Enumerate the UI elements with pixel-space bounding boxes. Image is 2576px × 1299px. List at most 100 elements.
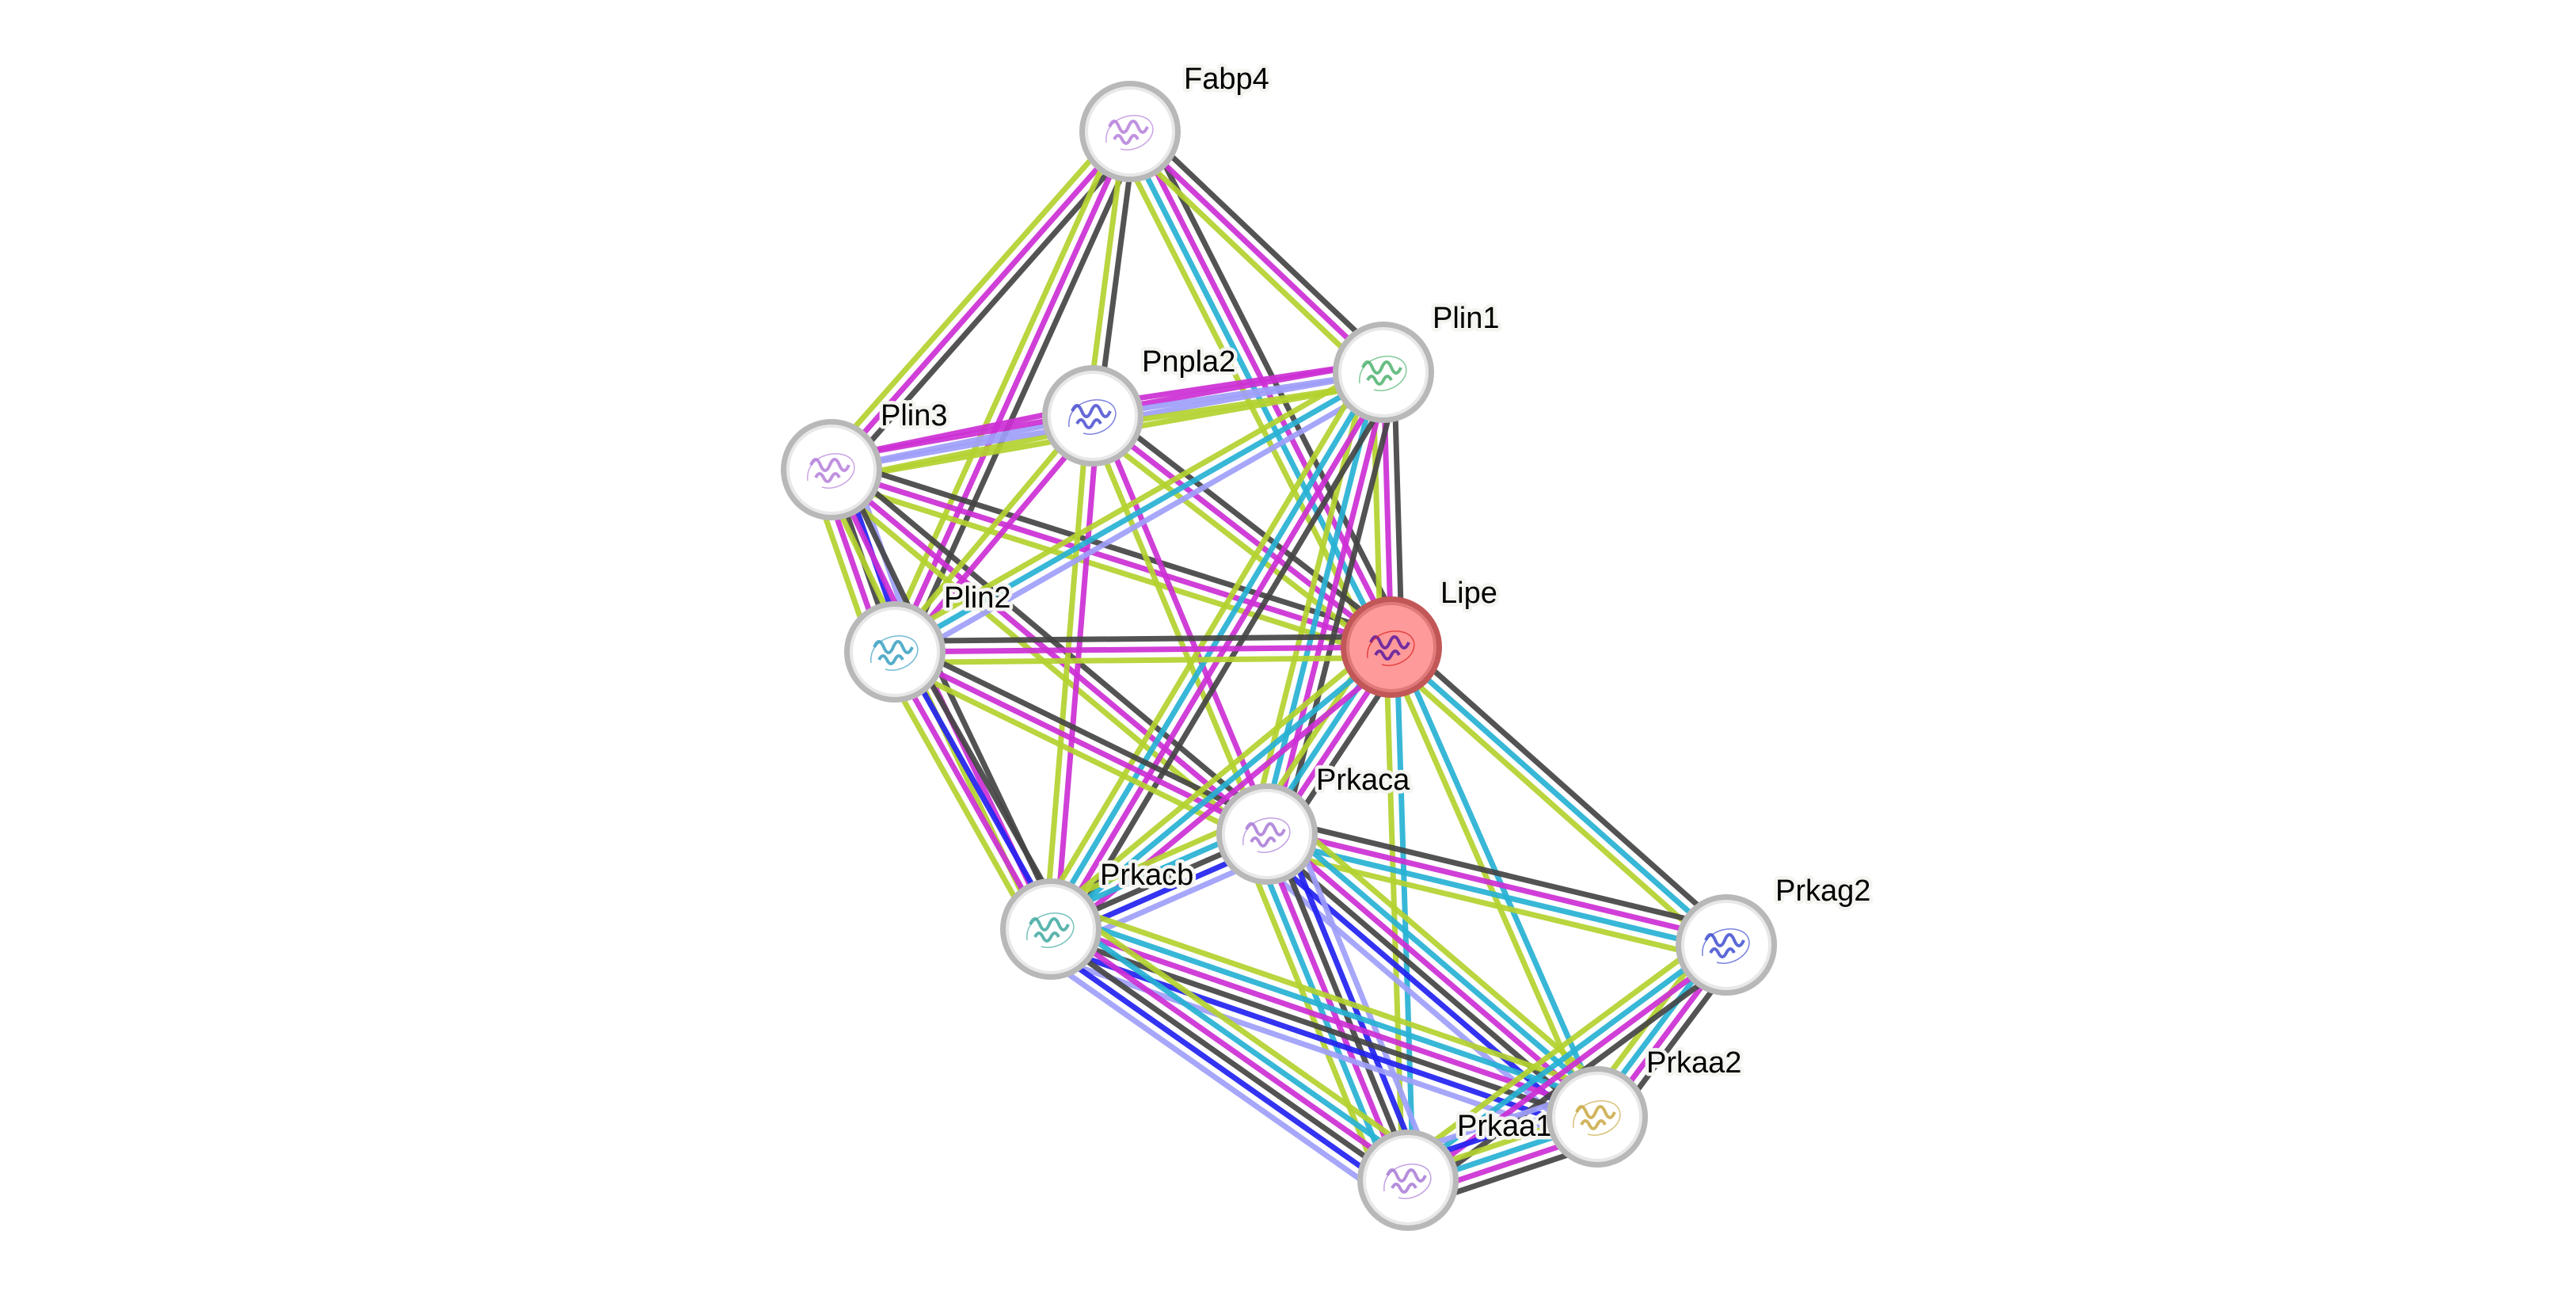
edge-evidence-databases [1058,913,1419,1170]
node-label-prkacb: Prkacb [1100,859,1193,892]
node-label-fabp4: Fabp4 [1184,63,1269,96]
node-inner-shade [1346,602,1436,692]
edge-evidence-coexpression [1396,637,1736,939]
edge-evidence-experiments [829,129,1132,472]
edge-evidence-textmining [821,122,1124,465]
edge-evidence-textmining [1262,847,1724,964]
protein-structure-icon [1026,912,1075,948]
node-inner-shade [850,607,940,697]
edge-evidence-experiments [894,644,1392,655]
edge-evidence-coexpression [1269,831,1416,1179]
node-inner-shade [1681,900,1771,990]
edge-evidence-cooccurrence [1279,827,1425,1175]
edge-evidence-textmining [1058,901,1608,1095]
node-plin2[interactable] [844,601,946,703]
edge-evidence-textmining [1382,653,1722,955]
edge-evidence-textmining [1064,905,1425,1161]
edge-evidence-textmining [878,658,1040,939]
node-prkaa1[interactable] [1357,1129,1459,1231]
node-inner-shade [1085,86,1175,177]
edge-evidence-databases [1250,839,1396,1187]
edge-evidence-experiments [1052,922,1413,1179]
edge-plin1-plin2[interactable] [888,360,1391,664]
node-circle[interactable] [1042,365,1143,467]
edge-evidence-coexpression [1280,375,1402,839]
node-label-lipe: Lipe [1440,577,1497,610]
edge-prkacb-prkaa1[interactable] [1033,905,1425,1205]
node-label-prkaca: Prkaca [1316,764,1410,797]
node-inner-shade [1338,327,1429,417]
node-label-plin2: Plin2 [944,581,1011,615]
edge-evidence-textmining [1034,362,1372,923]
node-lipe[interactable] [1341,596,1442,698]
node-inner-shade [1222,789,1312,879]
node-inner-shade [1006,884,1096,974]
edge-evidence-textmining [888,360,1380,646]
node-circle[interactable] [1357,1129,1459,1231]
edge-evidence-databases [1275,819,1610,1107]
edge-plin2-prkacb[interactable] [878,642,1067,939]
edge-evidence-cooccurrence [1044,941,1593,1135]
edge-evidence-databases [1055,911,1604,1105]
edge-evidence-coexpression [1046,931,1407,1187]
protein-structure-icon [807,453,855,489]
node-circle[interactable] [1676,894,1777,996]
protein-structure-icon [1383,1164,1432,1199]
protein-structure-icon [1573,1100,1621,1136]
edge-evidence-experiments [830,467,1393,650]
edge-evidence-experiments [1052,373,1391,934]
node-prkacb[interactable] [1000,878,1102,980]
node-plin3[interactable] [781,419,882,520]
node-circle[interactable] [1547,1066,1648,1168]
edge-evidence-experiments [888,653,1049,934]
edge-evidence-coexpression [834,456,1396,640]
edge-evidence-textmining [888,410,1091,650]
edge-evidence-coexpression [1098,405,1400,642]
node-circle[interactable] [1000,878,1102,980]
edge-evidence-textmining [1042,415,1090,929]
edge-evidence-textmining [888,658,1264,847]
nodes-layer [781,81,1777,1231]
node-prkaca[interactable] [1216,783,1318,885]
edge-fabp4-plin1[interactable] [1121,121,1393,383]
edge-plin2-lipe[interactable] [894,634,1392,665]
node-circle[interactable] [781,419,882,520]
edge-evidence-homology [1033,948,1395,1205]
node-label-pnpla2: Pnpla2 [1142,345,1235,379]
node-circle[interactable] [1333,322,1434,423]
edge-evidence-cooccurrence [896,647,1058,928]
edge-evidence-textmining [1396,929,1719,1170]
node-prkaa2[interactable] [1547,1066,1648,1168]
edge-evidence-cooccurrence [1040,939,1401,1196]
node-circle[interactable] [844,601,946,703]
node-circle[interactable] [1216,783,1318,885]
edge-evidence-coexpression [894,634,1391,645]
node-fabp4[interactable] [1079,81,1181,182]
edge-evidence-textmining [1239,843,1386,1192]
node-label-prkag2: Prkag2 [1775,874,1870,908]
edge-evidence-experiments [1053,416,1102,930]
node-label-plin1: Plin1 [1433,302,1500,335]
edge-evidence-textmining [1084,421,1387,658]
edge-evidence-homology [1289,822,1436,1171]
edge-evidence-textmining [1121,137,1379,383]
node-prkag2[interactable] [1676,894,1777,996]
node-circle[interactable] [1341,596,1442,698]
node-pnpla2[interactable] [1042,365,1143,467]
node-inner-shade [1048,371,1138,461]
edge-plin3-lipe[interactable] [827,456,1396,661]
edge-pnpla2-prkacb[interactable] [1042,415,1102,930]
edge-evidence-experiments [1269,828,1603,1115]
edge-evidence-coexpression [1269,815,1731,932]
edge-prkaca-prkag2[interactable] [1262,815,1731,964]
edge-evidence-experiments [892,130,1133,653]
edge-lipe-prkag2[interactable] [1382,637,1736,955]
node-plin1[interactable] [1333,322,1434,423]
protein-structure-icon [1367,630,1415,666]
node-inner-shade [1552,1072,1642,1162]
node-circle[interactable] [1079,81,1181,182]
edge-evidence-experiments [1094,413,1275,833]
protein-structure-icon [1068,399,1117,435]
protein-structure-icon [1702,928,1750,964]
